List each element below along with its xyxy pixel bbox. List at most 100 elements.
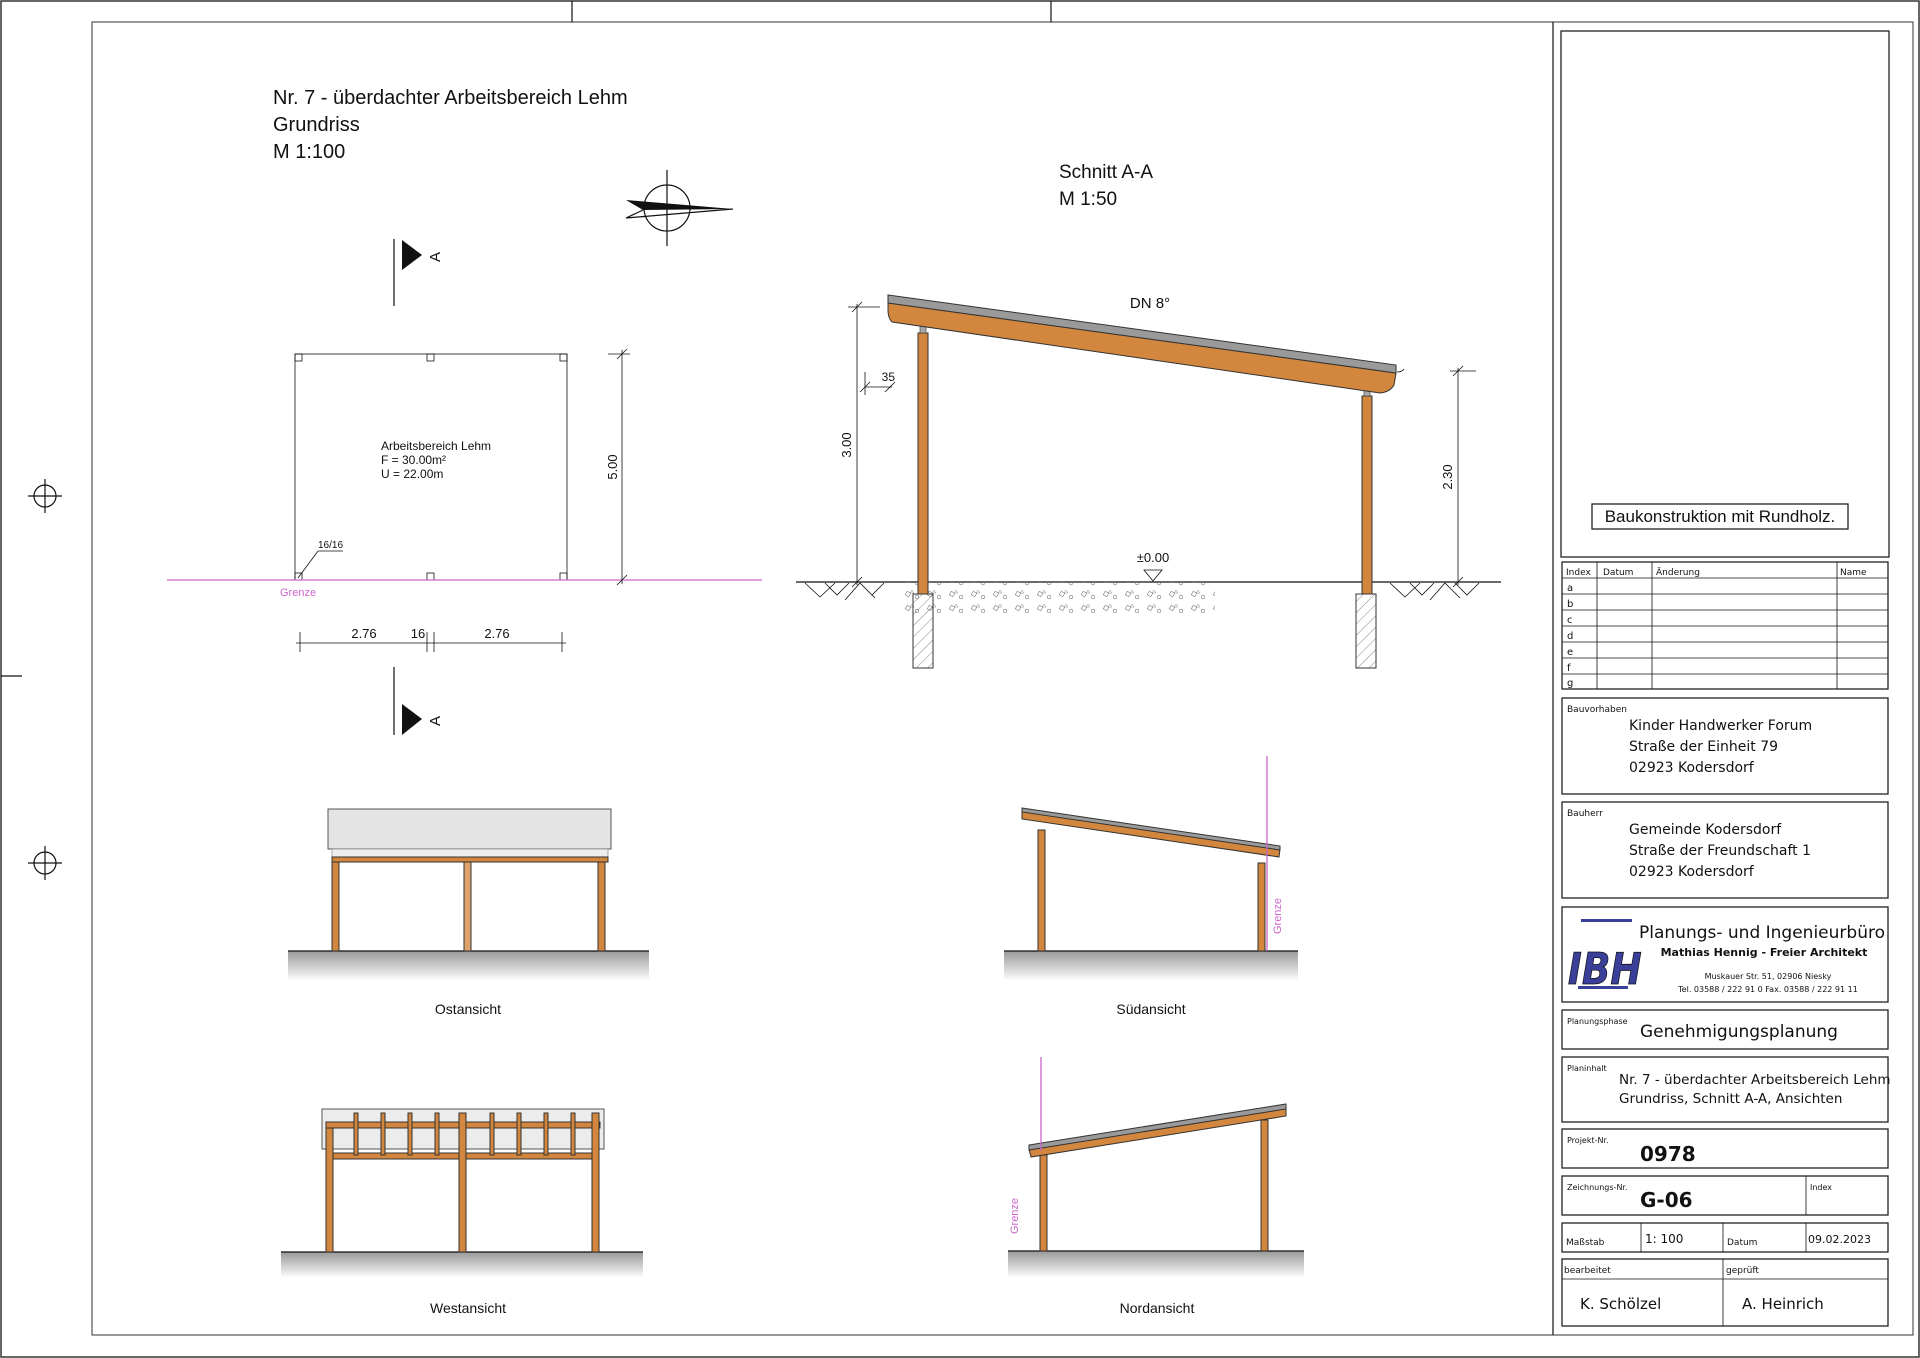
section-a-a: Schnitt A-A M 1:50 DN 8° 3.00 2.30 bbox=[796, 162, 1501, 669]
boundary-label: Grenze bbox=[280, 587, 316, 599]
svg-text:Planungsphase: Planungsphase bbox=[1567, 1017, 1628, 1026]
svg-text:Kinder Handwerker Forum: Kinder Handwerker Forum bbox=[1629, 718, 1812, 734]
drawing-number-box: Zeichnungs-Nr. G-06 Index bbox=[1561, 1175, 1889, 1216]
foundation-left bbox=[912, 593, 934, 669]
east-elevation: Ostansicht bbox=[288, 808, 649, 1017]
construction-note: Baukonstruktion mit Rundholz. bbox=[1605, 507, 1836, 526]
section-marker-label: A bbox=[427, 252, 444, 262]
svg-text:b: b bbox=[1567, 599, 1573, 610]
svg-text:Bauherr: Bauherr bbox=[1567, 809, 1603, 819]
section-title: Schnitt A-A bbox=[1059, 162, 1153, 183]
svg-text:5.00: 5.00 bbox=[605, 454, 620, 479]
svg-text:bearbeitet: bearbeitet bbox=[1564, 1266, 1611, 1276]
ibh-logo: IBH bbox=[1568, 919, 1642, 995]
svg-text:Änderung: Änderung bbox=[1656, 567, 1700, 578]
svg-text:K. Schölzel: K. Schölzel bbox=[1580, 1295, 1661, 1313]
roof-covering bbox=[887, 294, 1397, 374]
section-marker-bottom: A bbox=[393, 667, 444, 735]
project-number-box: Projekt-Nr. 0978 bbox=[1561, 1128, 1889, 1169]
svg-text:Name: Name bbox=[1840, 568, 1867, 578]
svg-text:G-06: G-06 bbox=[1640, 1188, 1693, 1212]
phase-box: Planungsphase Genehmigungsplanung bbox=[1561, 1009, 1889, 1050]
svg-text:Index: Index bbox=[1566, 568, 1591, 578]
svg-text:Grenze: Grenze bbox=[1009, 1198, 1021, 1234]
svg-text:1: 100: 1: 100 bbox=[1645, 1232, 1683, 1246]
plan-title: Nr. 7 - überdachter Arbeitsbereich Lehm bbox=[273, 87, 628, 109]
office-box: IBH Planungs- und Ingenieurbüro Mathias … bbox=[1561, 906, 1889, 1003]
svg-text:Grundriss, Schnitt A-A, Ansich: Grundriss, Schnitt A-A, Ansichten bbox=[1619, 1091, 1842, 1107]
plan-scale: M 1:100 bbox=[273, 141, 345, 163]
content-box: Planinhalt Nr. 7 - überdachter Arbeitsbe… bbox=[1561, 1056, 1891, 1123]
roof-pitch-label: DN 8° bbox=[1130, 295, 1170, 312]
svg-text:Straße der Einheit 79: Straße der Einheit 79 bbox=[1629, 739, 1778, 755]
project-box: Bauvorhaben Kinder Handwerker Forum Stra… bbox=[1561, 697, 1889, 795]
dimension-height-high: 3.00 bbox=[839, 301, 880, 588]
post-markers bbox=[294, 353, 568, 581]
svg-text:02923 Kodersdorf: 02923 Kodersdorf bbox=[1629, 864, 1755, 880]
svg-text:d: d bbox=[1567, 631, 1573, 642]
svg-text:Datum: Datum bbox=[1603, 568, 1633, 578]
foundation-right bbox=[1355, 593, 1377, 669]
svg-text:e: e bbox=[1567, 647, 1573, 658]
plan-subtitle: Grundriss bbox=[273, 114, 360, 136]
svg-text:A. Heinrich: A. Heinrich bbox=[1742, 1295, 1824, 1313]
dimension-overhang: 35 bbox=[859, 370, 896, 395]
north-elevation-label: Nordansicht bbox=[1120, 1300, 1195, 1316]
roof-beam bbox=[887, 302, 1397, 394]
svg-text:Genehmigungsplanung: Genehmigungsplanung bbox=[1640, 1022, 1838, 1042]
notes-box bbox=[1560, 30, 1890, 558]
post-left bbox=[917, 332, 929, 595]
floor-plan: Nr. 7 - überdachter Arbeitsbereich Lehm … bbox=[167, 87, 762, 735]
signature-row: bearbeitet geprüft K. Schölzel A. Heinri… bbox=[1561, 1258, 1889, 1327]
west-elevation-label: Westansicht bbox=[430, 1300, 506, 1316]
svg-text:02923 Kodersdorf: 02923 Kodersdorf bbox=[1629, 760, 1755, 776]
room-name: Arbeitsbereich Lehm bbox=[381, 439, 491, 453]
dimension-depth: 5.00 bbox=[605, 348, 630, 586]
svg-text:Grenze: Grenze bbox=[1272, 898, 1284, 934]
svg-text:3.00: 3.00 bbox=[839, 432, 854, 457]
svg-text:Zeichnungs-Nr.: Zeichnungs-Nr. bbox=[1567, 1183, 1628, 1192]
svg-text:Nr. 7 - überdachter Arbeitsber: Nr. 7 - überdachter Arbeitsbereich Lehm bbox=[1619, 1072, 1891, 1088]
rafters bbox=[353, 1112, 576, 1156]
section-scale: M 1:50 bbox=[1059, 189, 1117, 210]
soil-hatching bbox=[804, 582, 1480, 601]
room-area: F = 30.00m² bbox=[381, 453, 446, 467]
svg-text:geprüft: geprüft bbox=[1726, 1266, 1759, 1276]
svg-text:0978: 0978 bbox=[1640, 1142, 1696, 1166]
svg-text:Tel. 03588 / 222 91 0 Fax.: Tel. 03588 / 222 91 0 Fax. 03588 / 222 9… bbox=[1677, 985, 1858, 994]
svg-text:Muskauer Str. 51, 02906 Niesky: Muskauer Str. 51, 02906 Niesky bbox=[1705, 972, 1832, 981]
registration-mark bbox=[28, 846, 62, 880]
svg-text:g: g bbox=[1567, 678, 1573, 689]
svg-text:Index: Index bbox=[1810, 1183, 1832, 1192]
svg-text:Mathias Hennig - Freier Arch: Mathias Hennig - Freier Architekt bbox=[1661, 946, 1868, 959]
north-elevation: Grenze Nordansicht bbox=[1008, 1057, 1304, 1316]
west-elevation: Westansicht bbox=[281, 1108, 643, 1316]
svg-text:a: a bbox=[1567, 583, 1573, 594]
post-size-label: 16/16 bbox=[318, 540, 343, 551]
svg-text:2.30: 2.30 bbox=[1440, 464, 1455, 489]
svg-text:2.76: 2.76 bbox=[351, 626, 376, 641]
east-elevation-label: Ostansicht bbox=[435, 1001, 501, 1017]
post-right bbox=[1361, 395, 1373, 595]
svg-text:09.02.2023: 09.02.2023 bbox=[1808, 1233, 1871, 1246]
section-marker-top: A bbox=[393, 239, 444, 306]
client-box: Bauherr Gemeinde Kodersdorf Straße der F… bbox=[1561, 801, 1889, 899]
registration-mark bbox=[28, 479, 62, 513]
revision-table: Index Datum Änderung Name a b c d e f g bbox=[1561, 561, 1889, 690]
title-block: Baukonstruktion mit Rundholz. Index Datu… bbox=[1560, 30, 1891, 1327]
svg-text:f: f bbox=[1567, 663, 1571, 674]
dimension-height-low: 2.30 bbox=[1440, 365, 1476, 588]
svg-text:Straße der Freundschaft 1: Straße der Freundschaft 1 bbox=[1629, 843, 1811, 859]
dimension-width: 2.76 16 2.76 bbox=[296, 626, 566, 652]
south-elevation: Grenze Südansicht bbox=[1004, 756, 1298, 1017]
svg-text:16: 16 bbox=[411, 626, 425, 641]
svg-text:IBH: IBH bbox=[1568, 943, 1642, 995]
room-perimeter: U = 22.00m bbox=[381, 467, 443, 481]
gutter bbox=[1396, 368, 1405, 373]
svg-text:Datum: Datum bbox=[1727, 1238, 1757, 1248]
svg-text:35: 35 bbox=[882, 370, 896, 384]
svg-text:Planinhalt: Planinhalt bbox=[1567, 1064, 1607, 1073]
svg-text:Maßstab: Maßstab bbox=[1566, 1238, 1605, 1248]
